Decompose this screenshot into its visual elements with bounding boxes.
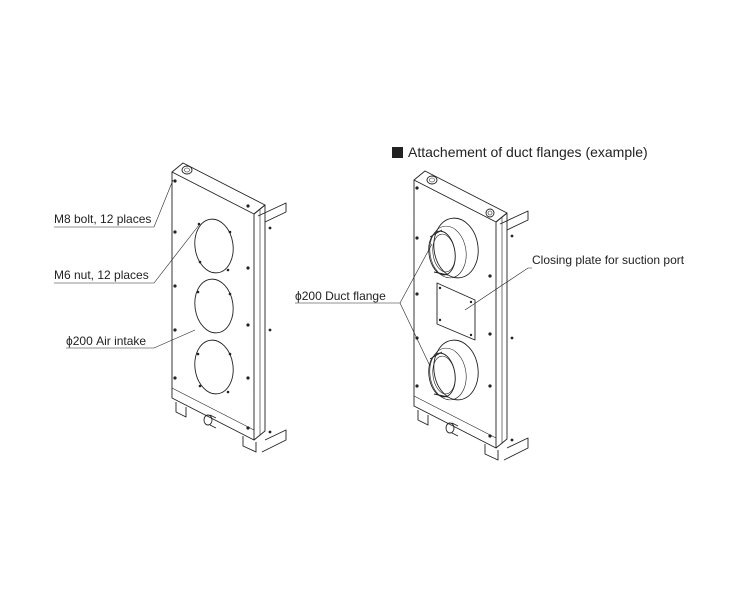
- label-closing-plate: Closing plate for suction port: [532, 253, 685, 267]
- right-unit-drawing: [295, 170, 532, 461]
- label-m8-bolt: M8 bolt, 12 places: [54, 212, 152, 226]
- section-title: Attachement of duct flanges (example): [392, 144, 648, 160]
- left-unit-drawing: [54, 162, 287, 453]
- label-duct-flange: ϕ200 Duct flange: [295, 289, 386, 303]
- label-air-intake: ϕ200 Air intake: [66, 334, 147, 348]
- square-bullet-icon: [392, 147, 403, 158]
- label-m6-nut: M6 nut, 12 places: [54, 268, 149, 282]
- section-title-text: Attachement of duct flanges (example): [408, 144, 648, 160]
